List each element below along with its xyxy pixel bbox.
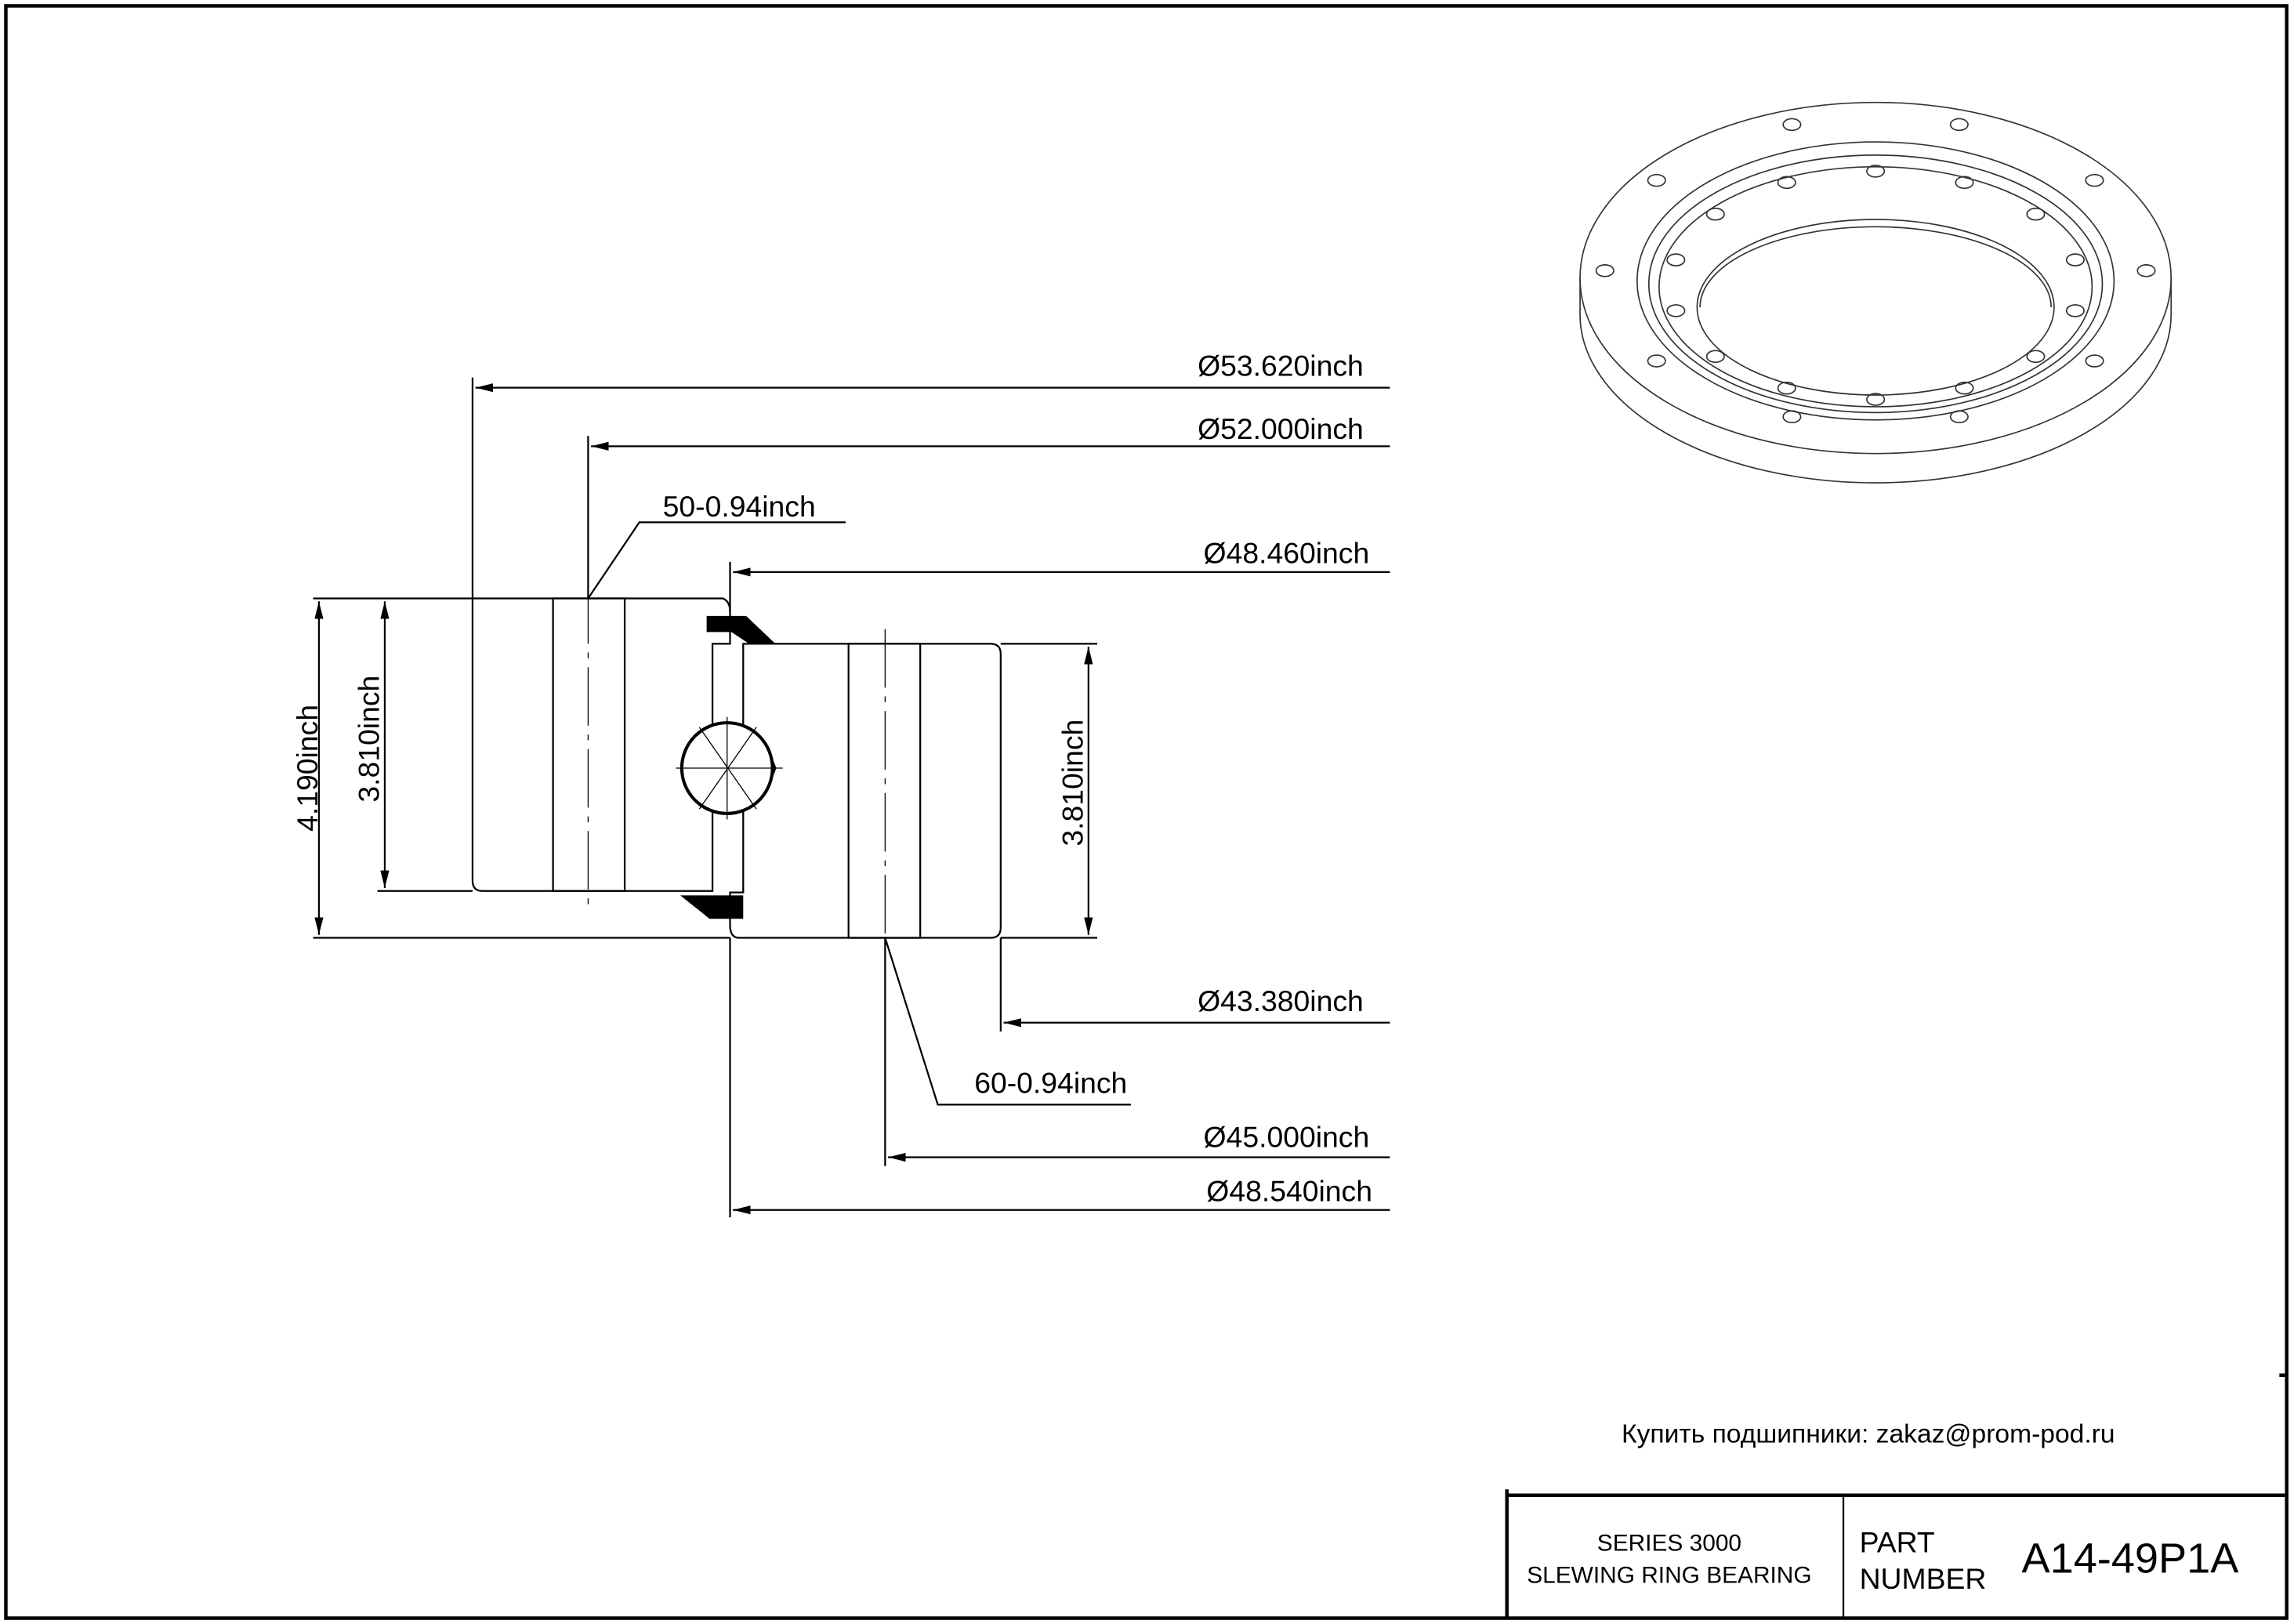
title-block: SERIES 3000 SLEWING RING BEARING PART NU…: [1505, 1489, 2287, 1619]
dim-inner-holes: 60-0.94inch: [974, 1066, 1127, 1099]
part-label-1: PART: [1860, 1526, 1935, 1559]
dim-inner-diameter: Ø43.380inch: [1198, 984, 1364, 1017]
dim-outer-ring-height: 3.810inch: [352, 676, 385, 803]
bolt-hole: [1777, 176, 1796, 190]
bearing-3d-view: [1579, 101, 2173, 484]
bolt-hole: [1866, 393, 1886, 406]
dim-total-height: 4.190inch: [291, 705, 324, 832]
bolt-hole: [1705, 350, 1725, 364]
bolt-hole: [1595, 264, 1614, 277]
dim-outer-ring-inner-diameter: Ø48.460inch: [1204, 537, 1370, 570]
bolt-hole: [1949, 410, 1969, 424]
dim-inner-bolt-circle: Ø45.000inch: [1204, 1120, 1370, 1153]
bolt-hole: [1647, 173, 1666, 187]
bolt-hole: [2026, 350, 2046, 364]
bolt-hole: [2085, 354, 2104, 368]
bolt-hole: [1647, 354, 1666, 368]
part-number: A14-49P1A: [2022, 1535, 2239, 1582]
bolt-hole: [2026, 207, 2046, 221]
seal-top: [706, 615, 776, 644]
bolt-hole: [2085, 173, 2104, 187]
bolt-hole: [2136, 264, 2156, 277]
ball: [676, 716, 783, 820]
bolt-hole: [1949, 118, 1969, 132]
bolt-hole: [2065, 253, 2085, 266]
bolt-hole: [1705, 207, 1725, 221]
bolt-hole: [2065, 304, 2085, 317]
series-line-1: SERIES 3000: [1597, 1531, 1741, 1557]
drawing-border: [4, 4, 2289, 1620]
part-label-2: NUMBER: [1860, 1562, 1987, 1595]
bolt-hole: [1666, 304, 1686, 317]
seal-bottom: [680, 895, 744, 919]
dim-outer-bolt-circle: Ø52.000inch: [1198, 412, 1364, 445]
bolt-hole: [1955, 381, 1974, 395]
dim-outer-diameter: Ø53.620inch: [1198, 350, 1364, 382]
dim-outer-holes: 50-0.94inch: [663, 490, 816, 523]
inner-ring-section: [729, 629, 1002, 959]
bolt-hole: [1782, 118, 1802, 132]
dim-inner-ring-height: 3.810inch: [1056, 720, 1089, 846]
bolt-hole: [1666, 253, 1686, 266]
bolt-hole: [1955, 176, 1974, 190]
bolt-hole: [1782, 410, 1802, 424]
series-line-2: SLEWING RING BEARING: [1527, 1563, 1811, 1589]
contact-text: Купить подшипники: zakaz@prom-pod.ru: [1622, 1420, 2115, 1449]
bolt-hole: [1866, 165, 1886, 178]
dim-inner-ring-outer-diameter: Ø48.540inch: [1206, 1175, 1372, 1208]
bolt-hole: [1777, 381, 1796, 395]
